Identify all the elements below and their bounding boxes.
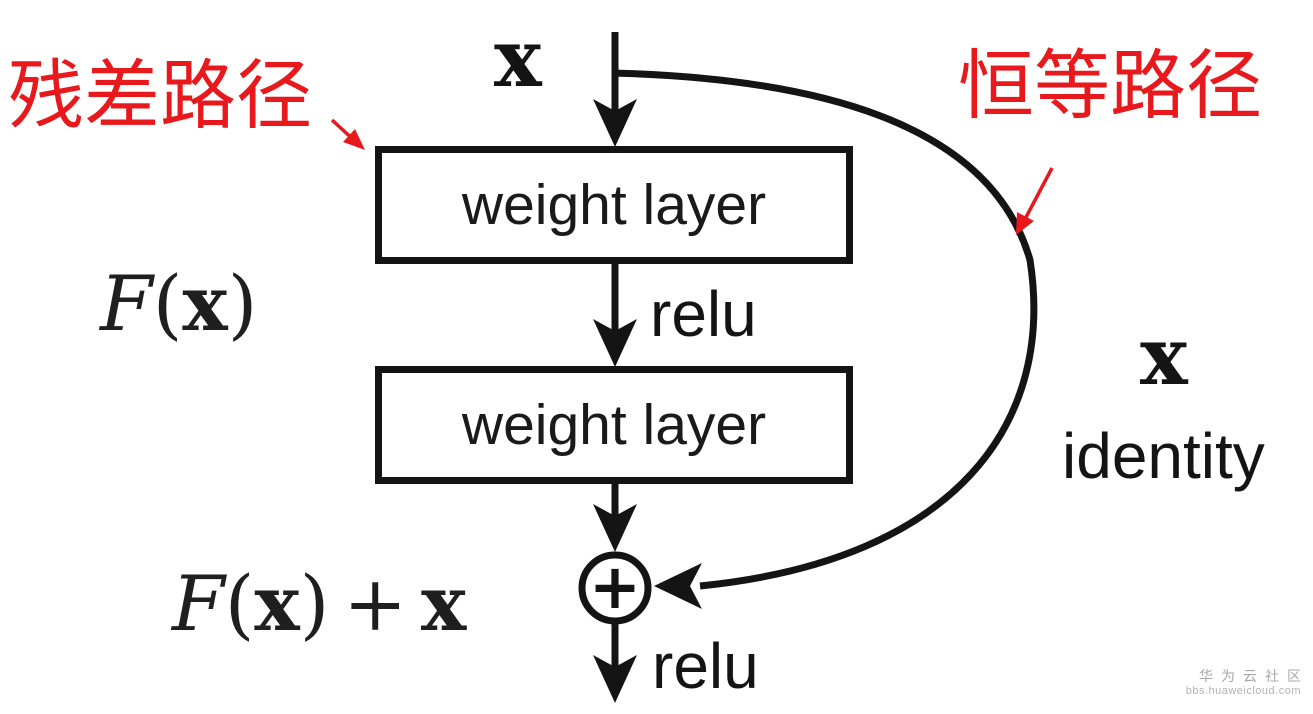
plus-glyph: + — [343, 559, 408, 648]
script-f-glyph: F — [100, 259, 153, 348]
sum-plus-icon: + — [589, 550, 641, 623]
input-x-label: x — [494, 11, 542, 105]
identity-annotation-arrowhead — [1016, 212, 1034, 235]
watermark-site-name: 华为云社区 — [1199, 668, 1309, 684]
weight-layer-bottom-label: weight layer — [461, 393, 767, 457]
skip-connection-arrowhead — [654, 563, 702, 609]
residual-path-annotation: 残差路径 — [8, 51, 312, 140]
residual-annotation-arrowhead — [343, 129, 365, 150]
identity-path-annotation: 恒等路径 — [958, 41, 1262, 130]
residual-function-label: F(x) — [100, 266, 257, 342]
output-arrowhead — [593, 655, 637, 703]
skip-connection-curve — [611, 69, 1038, 590]
pre-sum-arrowhead — [593, 504, 637, 552]
bold-x-glyph: x — [182, 259, 228, 348]
script-f-glyph: F — [172, 559, 225, 648]
identity-annotation-arrow-line — [1022, 167, 1054, 222]
bold-x-glyph: x — [254, 559, 300, 648]
paren-close: ) — [299, 559, 330, 648]
relu-between-label: relu — [650, 278, 757, 350]
identity-label: identity — [1062, 420, 1265, 492]
weight-layer-box-top: weight layer — [375, 146, 853, 264]
paren-open: ( — [224, 559, 255, 648]
relu-output-label: relu — [652, 630, 759, 702]
weight-layer-box-bottom: weight layer — [375, 366, 853, 484]
mid-arrowhead — [593, 319, 637, 367]
weight-layer-top-label: weight layer — [461, 173, 767, 237]
output-sum-label: F(x)+x — [172, 566, 466, 642]
watermark-url: bbs.huaweicloud.com — [1185, 684, 1301, 697]
input-arrowhead — [593, 99, 637, 147]
paren-close: ) — [227, 259, 258, 348]
bold-x-glyph: x — [421, 559, 467, 648]
watermark: 华为云社区 bbs.huaweicloud.com — [1186, 668, 1301, 698]
paren-open: ( — [152, 259, 183, 348]
identity-x-label: x — [1140, 309, 1188, 403]
